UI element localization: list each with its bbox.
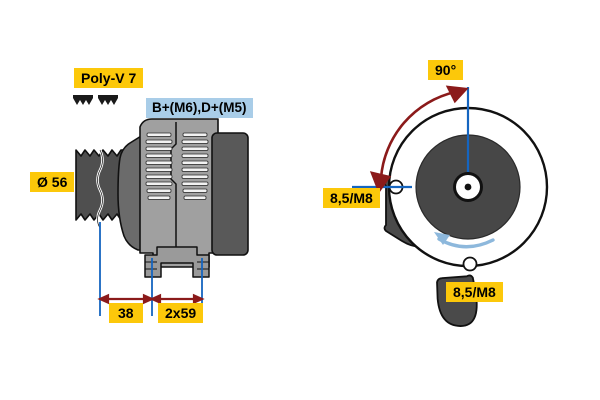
stator-vents-right	[181, 132, 209, 200]
poly-v-belt-groove-icon	[73, 95, 118, 105]
callout-poly-v: Poly-V 7	[74, 68, 144, 88]
callout-terminals: B+(M6),D+(M5)	[146, 98, 253, 118]
rear-cover	[211, 132, 249, 256]
drive-end-housing	[117, 118, 249, 268]
mounting-foot	[144, 246, 210, 278]
dimension-arrows	[97, 293, 205, 305]
rotation-arrow	[434, 232, 495, 249]
stator-vents-left	[145, 132, 173, 200]
callout-bolt-bottom: 8,5/M8	[446, 282, 503, 302]
bottom-bolt-hole	[462, 256, 478, 272]
callout-angle-90: 90°	[428, 60, 464, 80]
front-view-group	[352, 85, 549, 327]
side-view-group	[73, 95, 249, 316]
callout-dim-2x59: 2x59	[158, 303, 204, 323]
center-hub	[453, 172, 483, 202]
callout-dim-38: 38	[109, 303, 143, 323]
callout-bolt-left: 8,5/M8	[323, 188, 380, 208]
callout-diameter: Ø 56	[30, 172, 75, 192]
angle-arc-90	[369, 85, 469, 194]
